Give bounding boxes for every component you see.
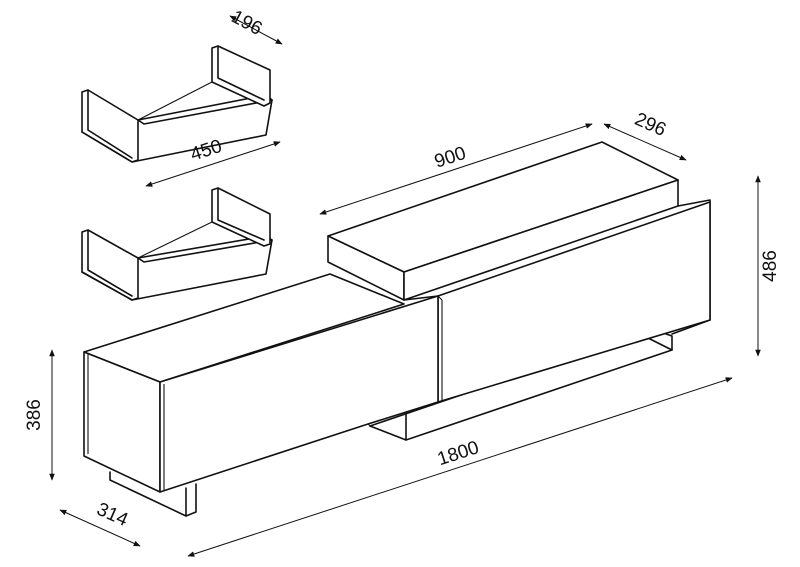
wall-shelf-top	[81, 45, 273, 163]
dimension-cabinet-depth: 314	[59, 499, 141, 547]
dimension-upper-height: 486	[755, 175, 781, 357]
label-shelf-width: 450	[188, 136, 225, 166]
dimension-shelf-depth: 196	[228, 6, 283, 45]
dimension-cabinet-height: 386	[24, 349, 55, 481]
label-upper-depth: 296	[631, 109, 669, 141]
dimension-shelf-width: 450	[145, 136, 281, 187]
lower-cabinet	[83, 273, 439, 517]
wall-shelf-bottom	[81, 187, 273, 301]
label-upper-width: 900	[432, 143, 469, 173]
label-upper-height: 486	[760, 250, 781, 282]
label-cabinet-depth: 314	[93, 499, 131, 531]
label-shelf-depth: 196	[228, 6, 266, 39]
label-total-width: 1800	[435, 437, 482, 470]
label-cabinet-height: 386	[24, 399, 45, 431]
